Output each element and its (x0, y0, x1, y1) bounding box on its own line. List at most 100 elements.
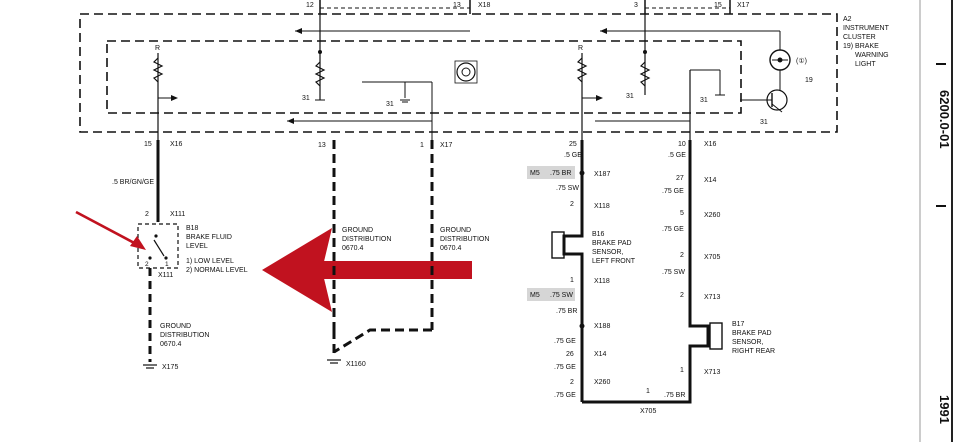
switch-node-2 (164, 256, 168, 260)
m5-box-b (527, 288, 575, 301)
r2-resistor (639, 61, 651, 87)
rl-x14: X14 (594, 351, 607, 358)
rl-w1: .5 GE (564, 152, 582, 159)
switch-l3: 1) LOW LEVEL (186, 258, 234, 265)
left-wire-label: .5 BR/GN/GE (112, 179, 154, 186)
pin-3: 3 (634, 2, 638, 9)
b17-l2: SENSOR, (732, 339, 764, 346)
left-x111-bot: X111 (158, 272, 173, 279)
rl-x118: X118 (594, 203, 610, 210)
rl-pin2b: 2 (570, 379, 574, 386)
rr-x713: X713 (704, 294, 720, 301)
mid-gd-left-2: DISTRIBUTION (342, 236, 391, 243)
switch-pin2: 2 (145, 261, 149, 268)
brake-symbol-inner (461, 67, 471, 77)
b16-l3: LEFT FRONT (592, 258, 636, 265)
rr-pin27: 27 (676, 175, 684, 182)
switch-l2: LEVEL (186, 243, 208, 250)
pin-15-top: 15 (714, 2, 722, 9)
rr-w2: .75 GE (662, 188, 684, 195)
rl-w8: .75 GE (554, 392, 576, 399)
cluster-item: 19) BRAKE (843, 43, 879, 50)
cluster-item3: LIGHT (855, 61, 876, 68)
rr-pin2b: 2 (680, 292, 684, 299)
b16-l1: BRAKE PAD (592, 240, 632, 247)
rr-x713b: X713 (704, 369, 720, 376)
instrument-cluster-inner-box (106, 40, 742, 114)
rl-pin1: 1 (570, 277, 574, 284)
switch-l1: BRAKE FLUID (186, 234, 232, 241)
rl-x118b: X118 (594, 278, 610, 285)
rr-x705: X705 (704, 254, 720, 261)
x17-top-label: X17 (737, 2, 750, 9)
r-label-left: R (155, 45, 160, 52)
x18-label: X18 (478, 2, 491, 9)
rr-bottom-pin1: 1 (646, 388, 650, 395)
rr-pin1: 1 (680, 367, 684, 374)
lamp-number: 19 (805, 77, 813, 84)
rl-m5b: M5 (530, 292, 540, 299)
red-pointer-arrow (75, 210, 141, 248)
mid-pin1: 1 (420, 142, 424, 149)
g31-d: 31 (700, 97, 708, 104)
b16-sensor-box (551, 231, 565, 259)
mid-gd-right-2: DISTRIBUTION (440, 236, 489, 243)
switch-node-1 (148, 256, 152, 260)
left-x16: X16 (170, 141, 183, 148)
rl-w2: .75 BR (550, 170, 571, 177)
rl-node-187 (579, 170, 585, 176)
cluster-line1: INSTRUMENT (843, 25, 890, 32)
rr-pin10: 10 (678, 141, 686, 148)
left-pin2-top: 2 (145, 211, 149, 218)
left-resistor (152, 57, 164, 83)
bus-arrow-1 (295, 28, 302, 34)
mid-x1160: X1160 (346, 361, 366, 368)
mid-join-wire (333, 328, 432, 354)
m5-box-a (527, 166, 575, 179)
rr-x16: X16 (704, 141, 717, 148)
mid-gd-left-1: GROUND (342, 227, 373, 234)
cluster-line2: CLUSTER (843, 34, 876, 41)
rl-m5a: M5 (530, 170, 540, 177)
b17-sensor-loop (688, 322, 710, 374)
g31-c: 31 (626, 93, 634, 100)
b16-sensor-loop (562, 228, 584, 262)
pin-12: 12 (306, 2, 314, 9)
rl-w4: .75 SW (550, 292, 573, 299)
switch-pin1: 1 (165, 261, 169, 268)
rr-w5: .75 BR (664, 392, 685, 399)
mid-gd-right-1: GROUND (440, 227, 471, 234)
bus-arrow-2 (600, 28, 607, 34)
cluster-item2: WARNING (855, 52, 889, 59)
b16-l2: SENSOR, (592, 249, 624, 256)
lamp-symbol-icon: (①) (796, 57, 807, 65)
left-pin15: 15 (144, 141, 152, 148)
rr-w3: .75 GE (662, 226, 684, 233)
rl-pin25: 25 (569, 141, 577, 148)
rl-resistor (576, 57, 588, 83)
rr-w1: .5 GE (668, 152, 686, 159)
b17-ref: B17 (732, 321, 745, 328)
brake-symbol-frame (454, 60, 478, 84)
rl-x188: X188 (594, 323, 610, 330)
left-r-arrow (171, 95, 178, 101)
big-red-arrow-head (262, 228, 332, 312)
b16-ref: B16 (592, 231, 605, 238)
rl-pin2: 2 (570, 201, 574, 208)
page-year: 1991 (937, 395, 952, 424)
bottom-link-wire (582, 374, 692, 404)
b17-l3: RIGHT REAR (732, 348, 775, 355)
mid-gd-left-3: 0670.4 (342, 245, 364, 252)
rr-w4: .75 SW (662, 269, 685, 276)
page-code: 6200.0-01 (937, 90, 952, 149)
big-red-arrow-shaft (322, 261, 472, 279)
b17-sensor-box (709, 322, 723, 350)
instrument-cluster-outer-box (79, 13, 838, 133)
red-pointer-arrowhead (130, 236, 146, 250)
rr-pin2: 2 (680, 252, 684, 259)
mid-node (318, 50, 322, 54)
rr-x14: X14 (704, 177, 717, 184)
r2-node (643, 50, 647, 54)
g31-a: 31 (302, 95, 310, 102)
